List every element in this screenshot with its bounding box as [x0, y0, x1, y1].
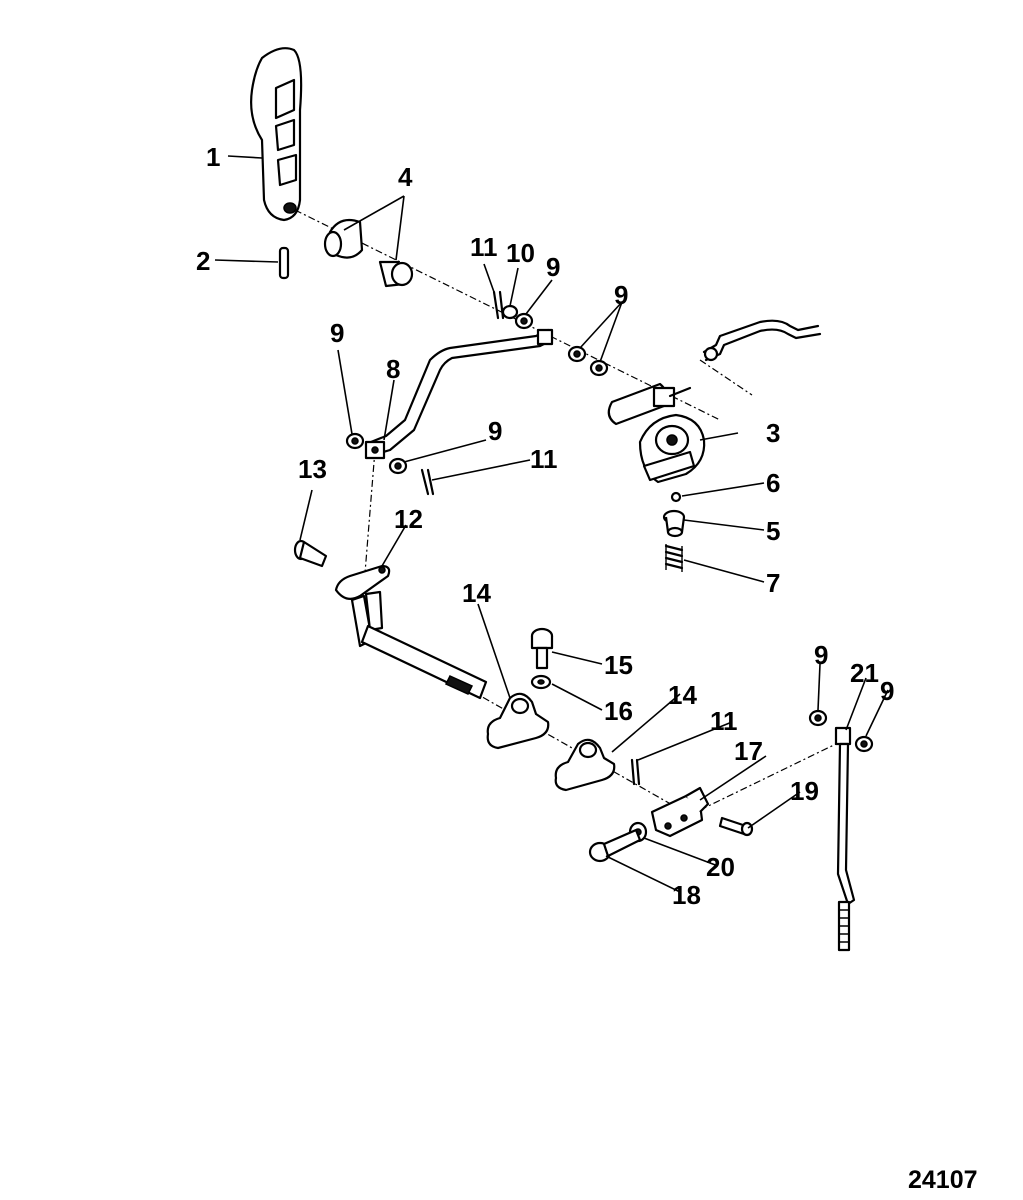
callout-14-right: 14 [668, 680, 697, 710]
callout-1: 1 [206, 142, 220, 172]
part-2-pin [278, 246, 290, 280]
callout-9-top-b: 9 [614, 280, 628, 310]
callout-8: 8 [386, 354, 400, 384]
callout-18: 18 [672, 880, 701, 910]
part-14-bracket-right [554, 738, 616, 792]
part-15-bolt [530, 627, 554, 670]
part-21-shift-rod [834, 726, 856, 952]
part-13-bolt [293, 539, 328, 568]
callout-9-lower-b: 9 [880, 676, 894, 706]
part-10-washer [501, 304, 519, 320]
callout-3: 3 [766, 418, 780, 448]
callout-15: 15 [604, 650, 633, 680]
part-9-nut-lower-a [808, 709, 828, 727]
callout-11-mid: 11 [530, 444, 558, 474]
shift-link-wire [702, 319, 822, 362]
part-19-pin [718, 816, 754, 837]
callout-21: 21 [850, 658, 879, 688]
callout-6: 6 [766, 468, 780, 498]
part-11-cotter-pin-mid [420, 468, 435, 496]
part-11-cotter-pin-top [492, 290, 505, 320]
figure-number: 24107 [908, 1166, 978, 1194]
part-9-nut-top-c [589, 359, 609, 377]
callout-11-top: 11 [470, 232, 498, 262]
part-7-spring [664, 544, 684, 572]
callout-9-lower-a: 9 [814, 640, 828, 670]
part-9-nut-top-a [514, 312, 534, 330]
callout-labels: 1 2 4 11 10 9 9 9 8 3 9 11 6 13 12 5 7 1… [196, 142, 894, 910]
part-9-nut-mid [388, 457, 408, 475]
part-8-link-rod [364, 328, 554, 460]
part-5-detent [662, 509, 686, 538]
callout-19: 19 [790, 776, 819, 806]
part-1-handle [250, 47, 303, 222]
part-9-nut-top-b [567, 345, 587, 363]
part-16-washer [530, 674, 552, 690]
leader-lines [214, 155, 889, 893]
callout-12: 12 [394, 504, 423, 534]
part-14-bracket-left [486, 692, 550, 750]
callout-9-left: 9 [330, 318, 344, 348]
part-4-bushing-large [323, 218, 364, 259]
callout-20: 20 [706, 852, 735, 882]
callout-4: 4 [398, 162, 413, 192]
part-3-shift-cam-assembly [607, 382, 706, 484]
callout-17: 17 [734, 736, 763, 766]
part-18-screw [588, 828, 642, 863]
callout-14-left: 14 [462, 578, 491, 608]
part-4-bushing-small [378, 260, 414, 288]
callout-9-top-a: 9 [546, 252, 560, 282]
callout-10: 10 [506, 238, 535, 268]
part-6-ball [670, 491, 682, 503]
assembly-axis-lines [294, 209, 841, 816]
callout-5: 5 [766, 516, 780, 546]
callout-13: 13 [298, 454, 327, 484]
callout-7: 7 [766, 568, 780, 598]
shift-shaft-rod [360, 624, 488, 700]
callout-2: 2 [196, 246, 210, 276]
part-11-cotter-pin-lower [630, 758, 641, 786]
callout-9-mid: 9 [488, 416, 502, 446]
part-9-nut-mid-left [345, 432, 365, 450]
part-9-nut-lower-b [854, 735, 874, 753]
part-17-clevis [650, 786, 710, 838]
callout-11-lower: 11 [710, 706, 738, 736]
callout-16: 16 [604, 696, 633, 726]
